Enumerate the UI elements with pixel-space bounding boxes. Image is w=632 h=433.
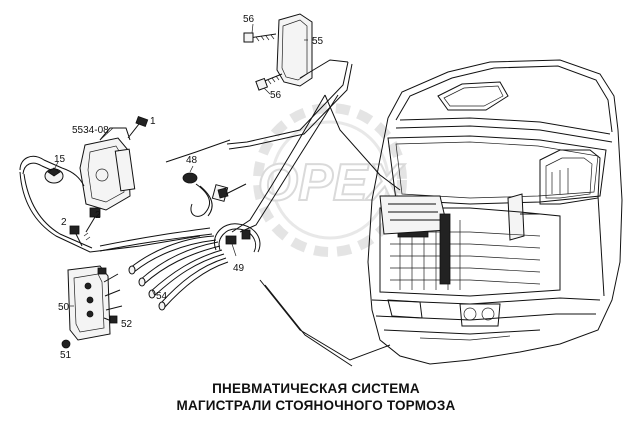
callout-1: 1 <box>150 116 156 127</box>
part-51-nut <box>61 339 71 349</box>
leader-lines <box>53 23 308 307</box>
callout-55: 55 <box>312 36 324 47</box>
callout-56-top: 56 <box>243 14 255 25</box>
caption-line-1: ПНЕВМАТИЧЕСКАЯ СИСТЕМА <box>212 381 420 396</box>
part-56-bolt-bottom <box>255 73 283 91</box>
callout-48: 48 <box>186 155 198 166</box>
valve-5534-08 <box>79 127 136 211</box>
pipe-run <box>165 59 401 367</box>
part-56-bolt-top <box>243 32 277 43</box>
part-2-fittings <box>69 207 101 247</box>
diagram-caption: ПНЕВМАТИЧЕСКАЯ СИСТЕМА МАГИСТРАЛИ СТОЯНО… <box>0 380 632 414</box>
callout-2a: 2 <box>95 210 101 221</box>
callout-15: 15 <box>54 154 66 165</box>
callout-labels: 56 55 56 1 5534-08 15 2 2 48 49 54 50 52… <box>54 14 324 361</box>
callout-51: 51 <box>60 350 72 361</box>
callout-52: 52 <box>121 319 133 330</box>
truck-cab <box>367 59 623 365</box>
part-54-hose-bundle <box>99 227 229 311</box>
part-15-hose <box>19 155 201 253</box>
part-55-plate <box>276 13 313 87</box>
callout-5534-08: 5534-08 <box>72 125 109 136</box>
part-50-manifold <box>67 265 123 341</box>
part-52-screw <box>103 315 118 324</box>
part-49-loop <box>214 223 261 253</box>
callout-2b: 2 <box>61 217 67 228</box>
part-1-bolt <box>127 115 149 139</box>
callout-56-bottom: 56 <box>270 90 282 101</box>
part-48-fitting <box>182 172 247 217</box>
caption-line-2: МАГИСТРАЛИ СТОЯНОЧНОГО ТОРМОЗА <box>176 398 456 413</box>
callout-50: 50 <box>58 302 70 313</box>
callout-49: 49 <box>233 263 245 274</box>
callout-54: 54 <box>156 291 168 302</box>
